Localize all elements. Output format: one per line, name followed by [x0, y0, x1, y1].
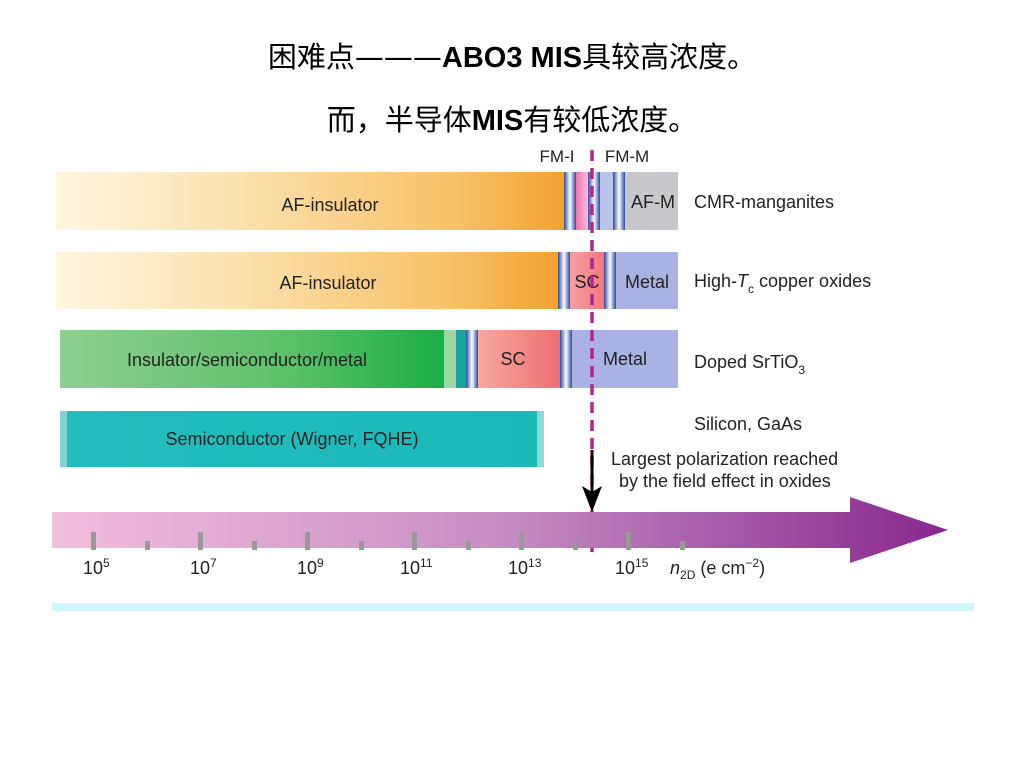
transition-stripe [456, 330, 466, 388]
tick-label: 1011 [400, 556, 433, 578]
row-silicon-gaas: Semiconductor (Wigner, FQHE) Silicon, Ga… [60, 411, 802, 467]
minor-tick [466, 541, 471, 550]
axis-label: n2D (e cm−2) [670, 556, 765, 582]
minor-tick [252, 541, 257, 550]
material-label-srtio3: Doped SrTiO3 [694, 352, 805, 377]
sc-label: SC [500, 349, 525, 369]
af-m-segment [625, 172, 678, 230]
segment-edge [537, 411, 544, 467]
metal-segment [572, 330, 678, 388]
title-line-1-suffix: 具较高浓度。 [582, 40, 757, 74]
insulator-label: Insulator/semiconductor/metal [127, 350, 367, 370]
af-insulator-segment [56, 252, 561, 309]
material-label-cmr: CMR-manganites [694, 192, 834, 212]
title-line-2-suffix: 有较低浓度。 [523, 103, 698, 137]
metal-label: Metal [625, 272, 669, 292]
segment-edge [60, 411, 67, 467]
slide-title-line-1: 困难点———ABO3 MIS具较高浓度。 [0, 34, 1024, 76]
boundary-stripe [564, 172, 576, 230]
minor-tick [573, 541, 578, 550]
sc-segment [478, 330, 560, 388]
boundary-stripe [466, 330, 478, 388]
major-tick [198, 532, 203, 550]
minor-tick [359, 541, 364, 550]
boundary-stripe [613, 172, 625, 230]
minor-tick [680, 541, 685, 550]
semiconductor-label: Semiconductor (Wigner, FQHE) [165, 429, 418, 449]
major-tick [412, 532, 417, 550]
fm-i-label: FM-I [540, 147, 575, 166]
fm-i-segment [576, 172, 588, 230]
footer-divider [52, 603, 974, 611]
tick-label: 1015 [615, 556, 649, 578]
boundary-stripe [588, 172, 600, 230]
title-line-1-prefix: 困难点——— [267, 40, 442, 74]
row-cmr-manganites: AF-insulator AF-M CMR-manganites [56, 172, 834, 230]
minor-tick [145, 541, 150, 550]
fm-m-label: FM-M [605, 147, 649, 166]
major-tick [626, 532, 631, 550]
sc-label: SC [574, 272, 599, 292]
af-insulator-label: AF-insulator [279, 273, 376, 293]
sc-segment [570, 252, 604, 309]
material-label-high-tc: High-Tc copper oxides [694, 271, 871, 296]
row-doped-srtio3: Insulator/semiconductor/metal SC Metal D… [60, 330, 805, 388]
tick-label: 107 [190, 556, 217, 578]
major-tick [305, 532, 310, 550]
material-label-silicon: Silicon, GaAs [694, 414, 802, 434]
tick-label: 109 [297, 556, 324, 578]
title-line-2-bold: MIS [471, 105, 524, 137]
metal-label: Metal [603, 349, 647, 369]
major-tick [91, 532, 96, 550]
transition-stripe [444, 330, 456, 388]
tick-label: 1013 [508, 556, 542, 578]
metal-segment [616, 252, 678, 309]
annotation-line-2: by the field effect in oxides [619, 471, 831, 491]
boundary-stripe [558, 252, 570, 309]
af-m-label: AF-M [631, 192, 675, 212]
row-high-tc-copper-oxides: AF-insulator SC Metal High-Tc copper oxi… [56, 252, 871, 309]
density-axis-arrow [52, 497, 948, 563]
boundary-stripe [604, 252, 616, 309]
af-insulator-label: AF-insulator [281, 195, 378, 215]
axis-ticks [91, 532, 685, 550]
title-line-1-bold: ABO3 MIS [441, 42, 583, 74]
tick-label: 105 [83, 556, 110, 578]
insulator-semiconductor-metal-segment [60, 330, 446, 388]
af-insulator-segment [56, 172, 568, 230]
annotation-arrow-icon [582, 486, 602, 512]
semiconductor-segment [60, 411, 544, 467]
title-line-2-prefix: 而，半导体 [326, 103, 472, 137]
major-tick [519, 532, 524, 550]
fm-m-segment [600, 172, 613, 230]
boundary-stripe [560, 330, 572, 388]
slide-title-line-2: 而，半导体MIS有较低浓度。 [0, 97, 1024, 139]
annotation-line-1: Largest polarization reached [611, 449, 838, 469]
